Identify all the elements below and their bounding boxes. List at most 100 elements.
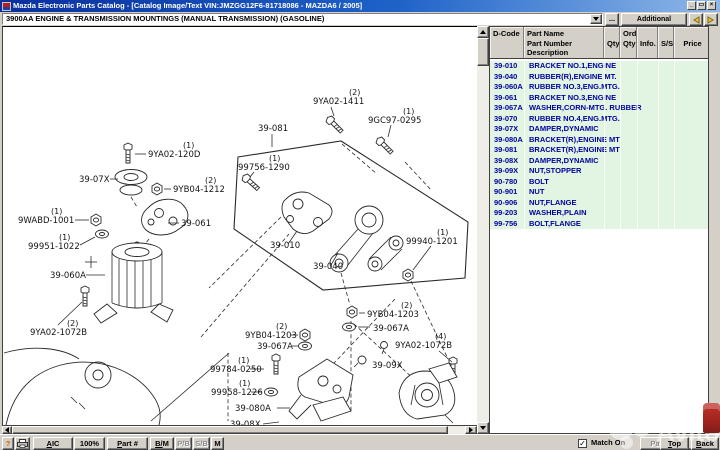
table-row[interactable]: 39-08X DAMPER,DYNAMIC bbox=[490, 156, 708, 167]
window-title: Mazda Electronic Parts Catalog - [Catalo… bbox=[13, 1, 363, 10]
part-label: 39-067A bbox=[257, 342, 293, 352]
match-on-checkbox[interactable]: ✓ bbox=[578, 439, 587, 448]
assembly-selector[interactable]: 3900AA ENGINE & TRANSMISSION MOUNTINGS (… bbox=[2, 13, 603, 25]
table-row[interactable]: 39-067A WASHER,CORN-MTG. RUBBER bbox=[490, 103, 708, 114]
part-dcode: 39-061 bbox=[494, 92, 518, 102]
part-dcode: 39-09X bbox=[494, 166, 519, 175]
part-name: BRACKET(R),ENGINE MT bbox=[529, 134, 620, 144]
pb-button: P/B bbox=[175, 437, 192, 450]
header-description-line: Description bbox=[527, 48, 569, 57]
scroll-up-button[interactable] bbox=[477, 26, 489, 38]
diagram-frame-box bbox=[234, 141, 468, 290]
prev-page-button[interactable] bbox=[689, 13, 703, 26]
part-dcode: 39-070 bbox=[494, 113, 518, 123]
part-label: 39-067A bbox=[373, 324, 409, 334]
table-row[interactable]: 39-040 RUBBER(R),ENGINE MT. bbox=[490, 72, 708, 83]
part-number-button[interactable]: Part # bbox=[107, 437, 148, 450]
column-divider bbox=[524, 61, 525, 229]
part-name: NUT,FLANGE bbox=[529, 197, 577, 207]
horizontal-scrollbar-thumb[interactable] bbox=[12, 426, 448, 434]
part-label: 39-010 bbox=[270, 241, 300, 251]
header-dcode: D-Code bbox=[490, 27, 524, 58]
part-dcode: 39-067A bbox=[494, 103, 523, 112]
restore-button[interactable]: ▭ bbox=[697, 1, 706, 10]
arrow-left-icon bbox=[5, 427, 9, 433]
scroll-left-button[interactable] bbox=[2, 426, 12, 434]
bm-button[interactable]: B/M bbox=[150, 437, 174, 450]
scroll-down-button[interactable] bbox=[477, 422, 489, 434]
header-part-number-line: Part Number bbox=[527, 38, 573, 48]
table-row[interactable]: 90-780 BOLT bbox=[490, 177, 708, 188]
part-count: (2) bbox=[349, 88, 360, 97]
sb-button: S/B bbox=[193, 437, 210, 450]
table-row[interactable]: 99-756 BOLT,FLANGE bbox=[490, 219, 708, 230]
part-label: 39-081 bbox=[258, 124, 288, 134]
column-divider bbox=[637, 61, 638, 229]
part-count: (2) bbox=[276, 322, 287, 331]
table-row[interactable]: 99-203 WASHER,PLAIN bbox=[490, 208, 708, 219]
part-name: BRACKET NO.3,ENGINE bbox=[529, 92, 617, 102]
parts-diagram[interactable]: 9YA02-120D (1) 39-07X 9YB04-1212 (2) 9WA… bbox=[3, 27, 477, 426]
printer-icon bbox=[17, 439, 28, 448]
part-label: 99756-1290 bbox=[238, 163, 290, 173]
part-label: 39-08X bbox=[230, 420, 261, 426]
bottom-toolbar: ? AIC 100% Part # B/M P/B S/B M ✓ Match … bbox=[0, 434, 720, 450]
part-dcode: 39-040 bbox=[494, 71, 518, 81]
print-button[interactable] bbox=[15, 437, 30, 450]
part-label: 9YA02-120D bbox=[148, 150, 201, 160]
table-row[interactable]: 39-070 RUBBER NO.4,ENG.MTG. bbox=[490, 114, 708, 125]
m-button[interactable]: M bbox=[211, 437, 224, 450]
table-row[interactable]: 39-07X DAMPER,DYNAMIC bbox=[490, 124, 708, 135]
help-button[interactable]: ? bbox=[2, 437, 14, 450]
more-button[interactable]: ... bbox=[605, 13, 619, 26]
table-row[interactable]: 39-010 BRACKET NO.1,ENGINE bbox=[490, 61, 708, 72]
engine-mount-assembly-drawing bbox=[80, 142, 188, 323]
next-page-button[interactable] bbox=[704, 13, 718, 26]
part-name: BRACKET(R),ENGINE MT bbox=[529, 145, 620, 154]
table-row[interactable]: 39-081 BRACKET(R),ENGINE MT bbox=[490, 145, 708, 156]
minimize-button[interactable]: _ bbox=[687, 1, 696, 10]
part-label: 9YA02-1411 bbox=[313, 97, 364, 107]
part-label: 39-07X bbox=[79, 175, 110, 185]
zoom-level-button[interactable]: 100% bbox=[74, 437, 105, 450]
part-dcode: 99-756 bbox=[494, 218, 518, 228]
table-row[interactable]: 90-901 NUT bbox=[490, 187, 708, 198]
parts-table: D-Code Part Name Part Number Description… bbox=[489, 26, 709, 434]
part-count: (1) bbox=[403, 107, 414, 116]
part-dcode: 39-081 bbox=[494, 145, 518, 154]
header-qty: Qty bbox=[604, 27, 620, 58]
part-dcode: 39-060A bbox=[494, 82, 523, 91]
diagram-vertical-scrollbar[interactable] bbox=[477, 26, 489, 434]
vertical-scrollbar-thumb[interactable] bbox=[477, 38, 489, 66]
close-button[interactable]: × bbox=[707, 1, 716, 10]
chevron-down-icon bbox=[593, 17, 599, 21]
part-name: NUT,STOPPER bbox=[529, 166, 582, 175]
header-price: Price bbox=[674, 27, 708, 58]
part-count: (1) bbox=[437, 228, 448, 237]
part-label: 99951-1022 bbox=[28, 242, 80, 252]
table-row[interactable]: 39-080A BRACKET(R),ENGINE MT bbox=[490, 135, 708, 146]
part-name: DAMPER,DYNAMIC bbox=[529, 124, 599, 133]
part-name: NUT bbox=[529, 187, 545, 196]
scroll-right-button[interactable] bbox=[465, 426, 477, 434]
top-button[interactable]: Top bbox=[660, 437, 689, 450]
part-count: (1) bbox=[51, 207, 62, 216]
table-row[interactable]: 39-060A RUBBER NO.3,ENG.MTG. bbox=[490, 82, 708, 93]
part-dcode: 90-906 bbox=[494, 197, 518, 207]
part-dcode: 99-203 bbox=[494, 208, 518, 217]
header-ord-line2: Qty bbox=[623, 38, 636, 48]
part-dcode: 90-780 bbox=[494, 176, 518, 186]
table-row[interactable]: 39-061 BRACKET NO.3,ENGINE bbox=[490, 93, 708, 104]
additional-reference-button[interactable]: Additional reference bbox=[621, 13, 687, 34]
part-count: (1) bbox=[59, 233, 70, 242]
part-label: 9GC97-0295 bbox=[368, 116, 421, 126]
table-row[interactable]: 39-09X NUT,STOPPER bbox=[490, 166, 708, 177]
arrow-down-icon bbox=[480, 426, 486, 430]
part-label: 9YB04-1203 bbox=[245, 331, 297, 341]
part-name: WASHER,PLAIN bbox=[529, 208, 587, 217]
back-button[interactable]: Back bbox=[691, 437, 719, 450]
table-row[interactable]: 90-906 NUT,FLANGE bbox=[490, 198, 708, 209]
assembly-selector-dropdown-button[interactable] bbox=[590, 14, 602, 24]
aic-button[interactable]: AIC bbox=[33, 437, 73, 450]
